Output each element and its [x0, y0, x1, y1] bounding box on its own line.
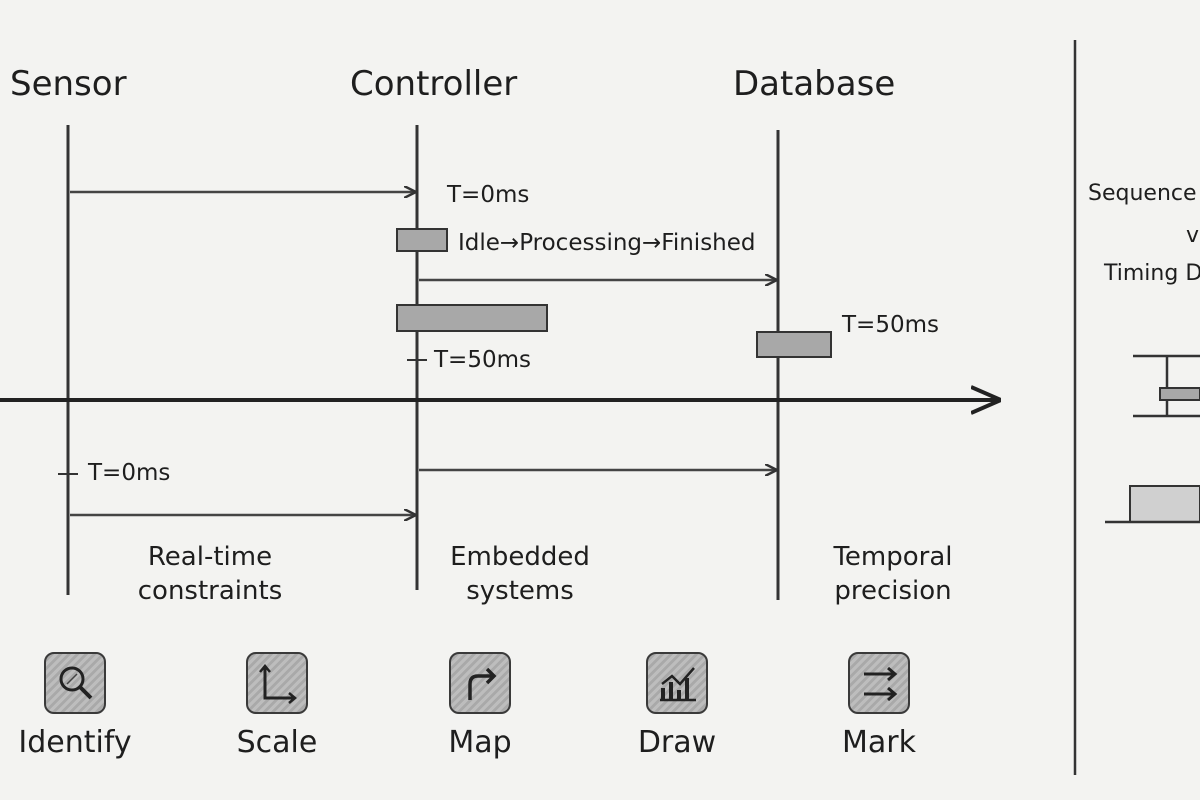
- activation-database: [756, 331, 832, 358]
- caption-temporal: Temporal precision: [793, 540, 993, 608]
- step-scale-label: Scale: [236, 725, 318, 760]
- step-scale-button[interactable]: [246, 652, 308, 714]
- magnifier-icon: [59, 666, 93, 700]
- double-arrow-icon: [864, 666, 898, 702]
- caption-realtime: Real-time constraints: [110, 540, 310, 608]
- label-sensor-t0: T=0ms: [88, 460, 171, 486]
- step-map-label: Map: [448, 725, 512, 760]
- caption-embedded: Embedded systems: [420, 540, 620, 608]
- caption-temporal-line1: Temporal: [833, 542, 953, 572]
- turn-arrow-icon: [468, 667, 497, 700]
- label-database-t50: T=50ms: [842, 312, 939, 338]
- chart-icon: [660, 667, 696, 702]
- lifeline-header-database: Database: [733, 64, 896, 104]
- caption-temporal-line2: precision: [834, 576, 952, 606]
- step-identify-label: Identify: [18, 725, 132, 760]
- step-mark-label: Mark: [842, 725, 916, 760]
- label-controller-t50: T=50ms: [434, 347, 531, 373]
- activation-controller-1: [396, 228, 448, 252]
- step-mark-button[interactable]: [848, 652, 910, 714]
- caption-embedded-line1: Embedded: [450, 542, 590, 572]
- caption-realtime-line2: constraints: [137, 576, 283, 606]
- activation-controller-2: [396, 304, 548, 332]
- mini-timing-block: [1129, 485, 1200, 523]
- label-controller-t0: T=0ms: [447, 182, 530, 208]
- side-panel-line2: v: [1186, 223, 1200, 248]
- axes-icon: [259, 664, 297, 704]
- caption-embedded-line2: systems: [466, 576, 574, 606]
- lifeline-header-controller: Controller: [350, 64, 518, 104]
- lifeline-header-sensor: Sensor: [10, 64, 127, 104]
- step-draw-button[interactable]: [646, 652, 708, 714]
- step-identify-button[interactable]: [44, 652, 106, 714]
- side-panel-title: Sequence v Timing D: [1078, 175, 1200, 325]
- caption-realtime-line1: Real-time: [147, 542, 273, 572]
- side-panel-line3: Timing D: [1104, 261, 1200, 286]
- step-draw-label: Draw: [637, 725, 717, 760]
- label-controller-states: Idle→Processing→Finished: [458, 230, 756, 256]
- step-map-button[interactable]: [449, 652, 511, 714]
- mini-activation: [1159, 387, 1200, 401]
- side-panel-line1: Sequence: [1088, 181, 1197, 206]
